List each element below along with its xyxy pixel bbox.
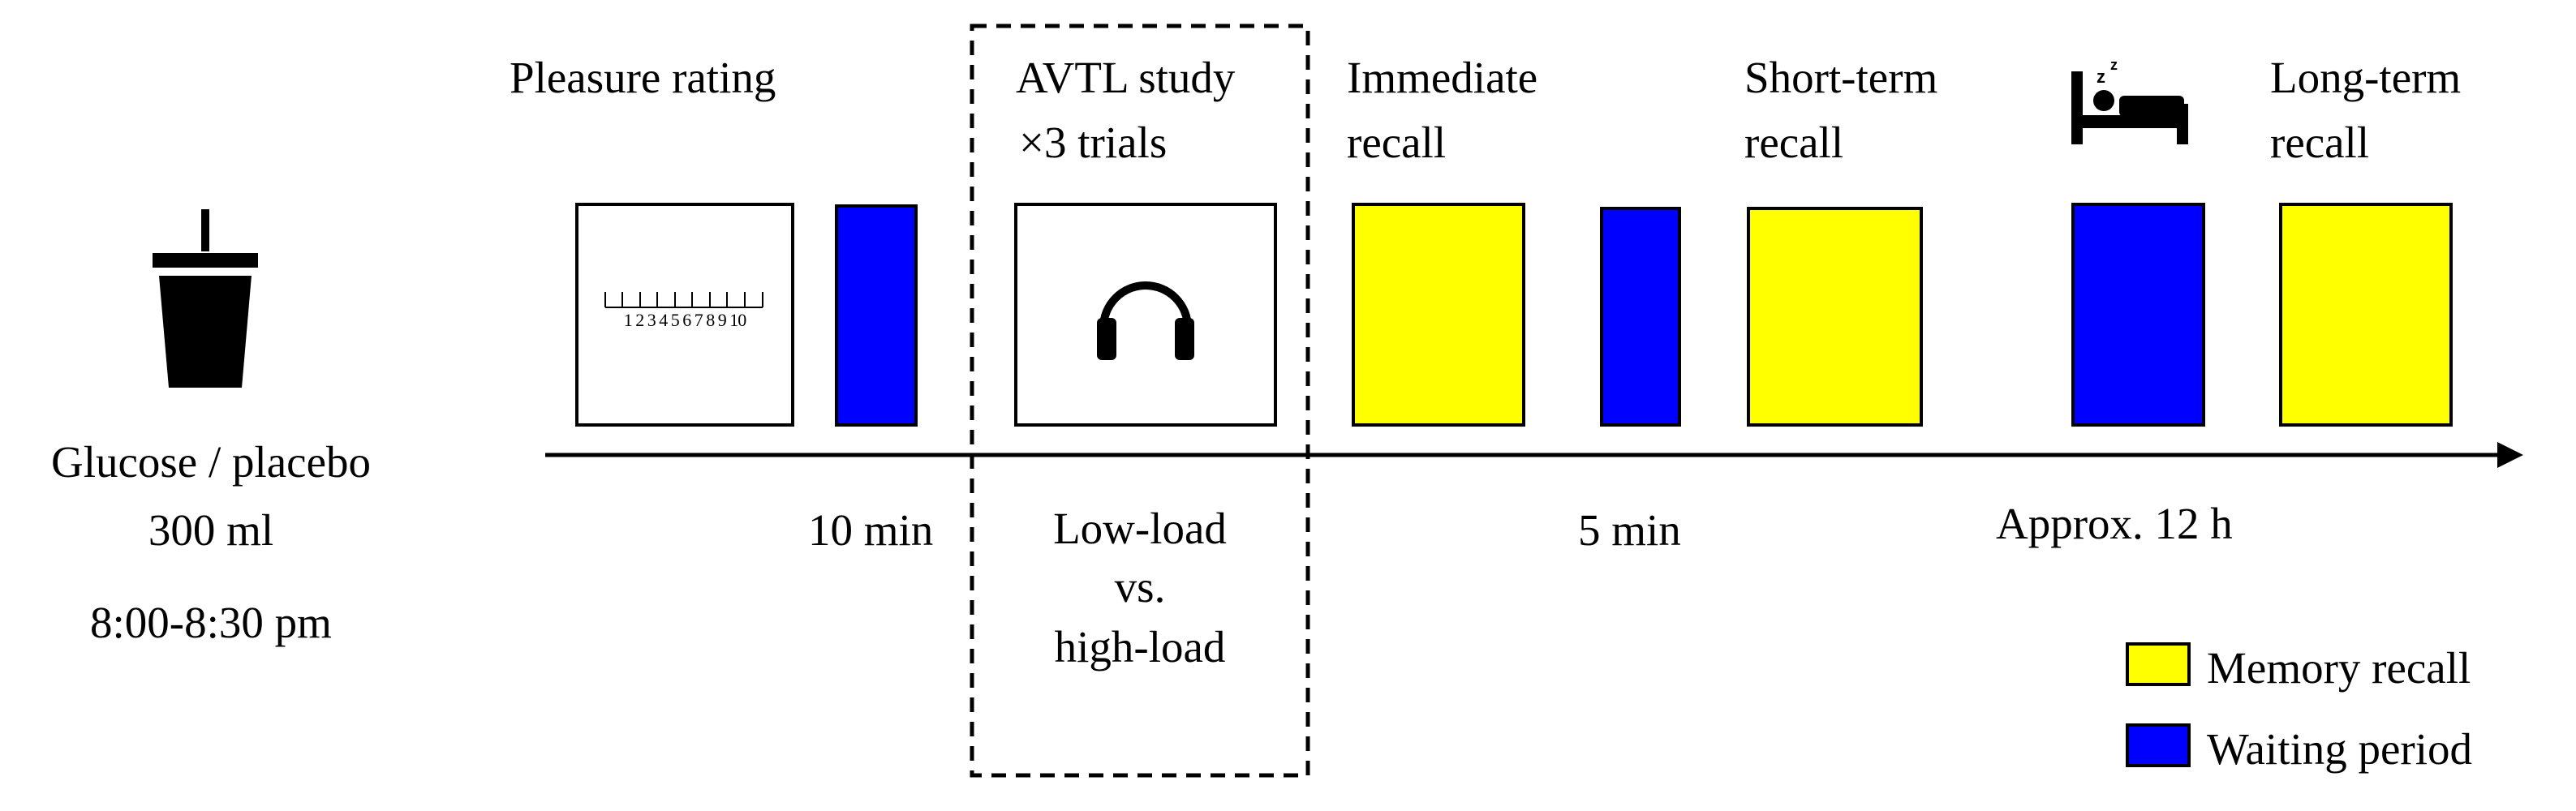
long-term-recall-box	[2279, 203, 2453, 427]
intake-time: 8:00-8:30 pm	[90, 598, 332, 647]
short-term-label-line2: recall	[1744, 118, 1844, 167]
avtl-trials-label: ×3 trials	[1019, 118, 1168, 167]
intake-label: Glucose / placebo	[50, 437, 372, 487]
load-low-label: Low-load	[1053, 504, 1227, 553]
headphones-icon	[1097, 281, 1194, 360]
cup-icon	[153, 209, 258, 388]
interval-5min-label: 5 min	[1578, 505, 1681, 555]
load-vs-label: vs.	[1114, 562, 1166, 611]
waiting-box-12h	[2071, 203, 2205, 427]
short-term-label-line1: Short-term	[1744, 53, 1938, 102]
waiting-box-5min	[1600, 207, 1681, 427]
immediate-label-line1: Immediate	[1347, 53, 1538, 102]
avtl-study-box	[1014, 203, 1277, 427]
legend-memory-swatch	[2126, 642, 2191, 686]
interval-12h-label: Approx. 12 h	[1996, 499, 2233, 548]
pleasure-rating-box: 1 2 3 4 5 6 7 8 9 10	[575, 203, 794, 427]
short-term-recall-box	[1747, 207, 1923, 427]
immediate-label-line2: recall	[1347, 118, 1447, 167]
rating-scale-icon	[604, 292, 763, 308]
legend-memory-label: Memory recall	[2207, 643, 2471, 693]
intake-volume: 300 ml	[148, 505, 274, 555]
waiting-box-10min	[835, 204, 918, 427]
avtl-study-label: AVTL study	[1016, 53, 1236, 102]
load-high-label: high-load	[1054, 622, 1226, 672]
legend-waiting-swatch	[2126, 723, 2191, 767]
pleasure-rating-label: Pleasure rating	[510, 53, 776, 102]
long-term-label-line1: Long-term	[2270, 53, 2462, 102]
svg-text:z: z	[2096, 67, 2105, 87]
svg-text:z: z	[2110, 57, 2118, 73]
timeline-arrow	[545, 442, 2523, 468]
rating-scale-numbers: 1 2 3 4 5 6 7 8 9 10	[623, 310, 747, 330]
immediate-recall-box	[1352, 203, 1525, 427]
interval-10min-label: 10 min	[808, 505, 934, 555]
legend-waiting-label: Waiting period	[2207, 724, 2473, 774]
long-term-label-line2: recall	[2270, 118, 2370, 167]
avtl-dashed-frame	[970, 24, 1310, 778]
bed-sleep-icon: z z	[2071, 57, 2188, 144]
